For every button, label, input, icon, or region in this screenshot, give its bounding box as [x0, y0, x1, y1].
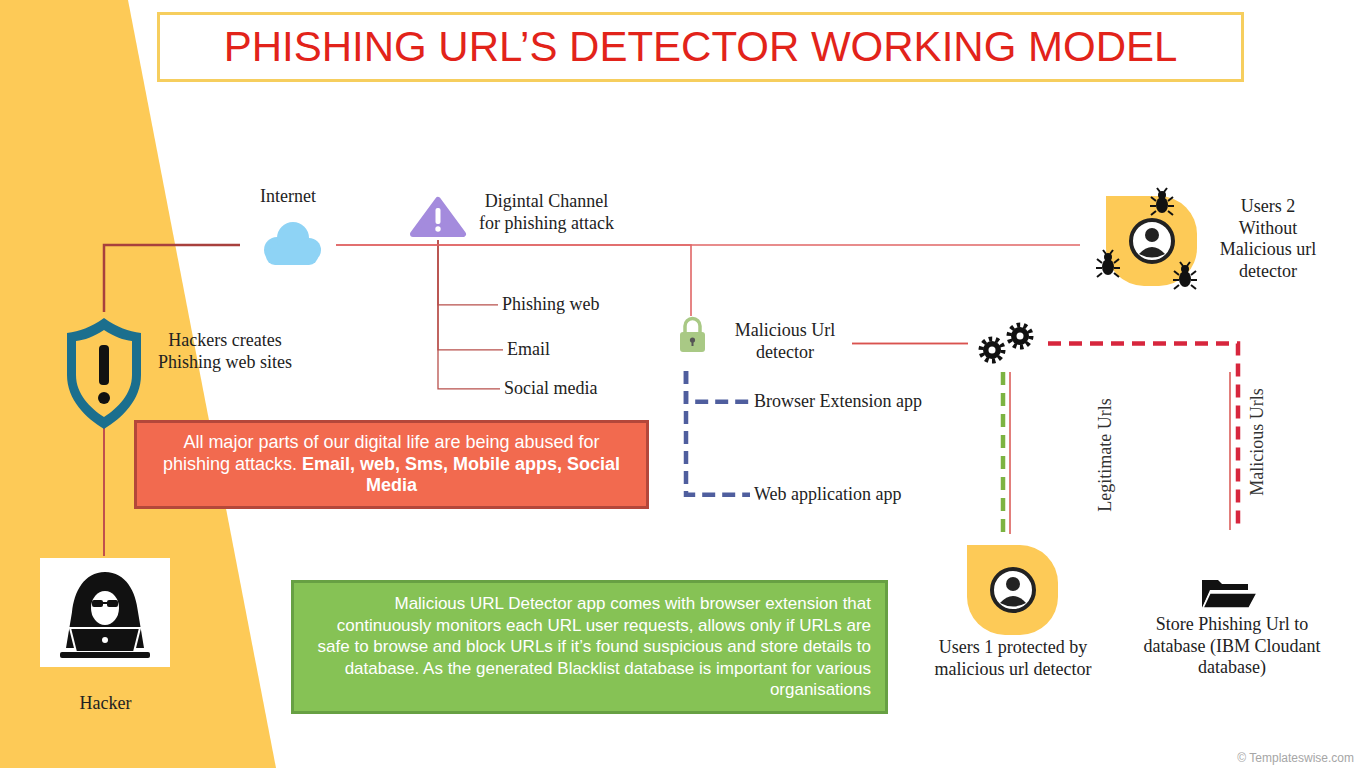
edge-label: Legitimate Urls — [1095, 398, 1116, 511]
user-node: Users 1 protected by malicious url detec… — [913, 536, 1113, 706]
hacker-node: Hacker — [38, 556, 173, 716]
node-text: Users 1 protected by malicious url detec… — [913, 637, 1113, 680]
node-text: Internet — [240, 186, 336, 208]
node-text: Malicious Url detector — [722, 320, 848, 363]
connector-segment — [1001, 372, 1006, 534]
connector — [104, 245, 240, 312]
node-text: Browser Extension app — [754, 391, 922, 413]
connector-segment — [438, 240, 503, 350]
connector — [336, 245, 691, 316]
folder-icon — [1202, 580, 1257, 608]
channel-item: Email — [503, 337, 554, 363]
node-text: Store Phishing Url to database (IBM Clou… — [1124, 614, 1340, 679]
connector-segment — [104, 245, 240, 312]
connector-segment — [1009, 372, 1011, 534]
connector-segment — [686, 371, 750, 402]
app-item: Web application app — [750, 482, 906, 508]
gears-icon — [981, 325, 1031, 361]
node-text: Phishing web — [502, 294, 600, 316]
connector-segment — [686, 371, 750, 495]
connector-segment — [852, 343, 968, 345]
lock-node: Malicious Url detector — [674, 316, 852, 371]
edge-label: Malicious Urls — [1247, 388, 1268, 496]
user-node: Users 2 Without Malicious url detector — [1080, 186, 1328, 292]
connector — [852, 344, 1010, 535]
shield-icon — [67, 318, 141, 429]
connector-segment — [336, 245, 691, 316]
connector-segment — [1048, 344, 1238, 531]
node-text: Email — [507, 339, 550, 361]
node-text: Malicious URL Detector app comes with br… — [308, 593, 871, 701]
cloud-icon — [264, 222, 321, 265]
bug-icon — [1150, 188, 1174, 215]
text-block: Hackers creates Phishing web sites — [148, 330, 302, 373]
connector — [686, 371, 750, 402]
node-text: Hacker — [38, 693, 173, 715]
connector — [686, 371, 750, 495]
yellow-band — [0, 0, 276, 768]
lock-icon — [680, 319, 705, 353]
node-text: Hackers creates Phishing web sites — [148, 330, 302, 373]
warning-node: Digintal Channel for phishing attack — [408, 186, 623, 240]
database-node: Store Phishing Url to database (IBM Clou… — [1124, 530, 1340, 695]
node-text: Social media — [504, 378, 597, 400]
text-block: Digintal Channel for phishing attack — [474, 191, 619, 234]
connector-segment — [852, 343, 968, 345]
hacker-icon — [40, 558, 170, 667]
watermark: © Templateswise.com — [1237, 751, 1354, 765]
user-icon — [1106, 196, 1197, 286]
note-panel: Malicious URL Detector app comes with br… — [291, 580, 888, 714]
channel-item: Social media — [500, 376, 601, 402]
shield-node: Hackers creates Phishing web sites — [60, 312, 310, 418]
connector — [852, 344, 1238, 531]
bug-icon — [1096, 250, 1120, 277]
node-text: Digintal Channel for phishing attack — [474, 191, 619, 234]
emphasis-text: Email, web, Sms, Mobile apps, Social Med… — [302, 454, 620, 496]
bug-icon — [1173, 262, 1197, 289]
channel-item: Phishing web — [498, 292, 604, 318]
title: PHISHING URL’S DETECTOR WORKING MODEL — [224, 23, 1178, 71]
connector-segment — [103, 418, 105, 556]
text-block: Users 2 Without Malicious url detector — [1213, 196, 1323, 282]
cloud-node: Internet — [240, 184, 336, 268]
note-panel: All major parts of our digital life are … — [134, 420, 649, 509]
warning-icon — [413, 200, 463, 234]
connector — [438, 240, 498, 305]
connector-segment — [1229, 372, 1231, 530]
connector — [104, 418, 105, 556]
connector — [438, 240, 500, 389]
app-item: Browser Extension app — [750, 389, 926, 415]
user-icon — [967, 545, 1058, 635]
node-text: Users 2 Without Malicious url detector — [1213, 196, 1323, 282]
connector-segment — [438, 240, 498, 305]
connector — [438, 240, 503, 350]
connector-segment — [438, 240, 500, 389]
title-box: PHISHING URL’S DETECTOR WORKING MODEL — [157, 12, 1244, 82]
node-text: Web application app — [754, 484, 902, 506]
text-block: Malicious Url detector — [722, 320, 848, 363]
